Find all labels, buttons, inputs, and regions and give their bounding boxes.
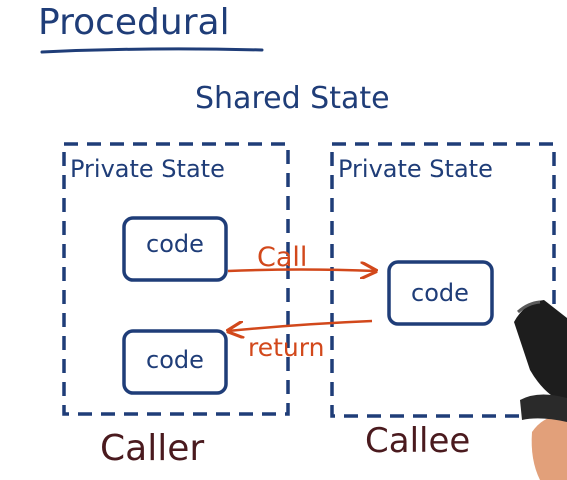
call-arrow	[227, 270, 376, 272]
caller-code-bottom-label: code	[146, 346, 204, 374]
caller-code-top-label: code	[146, 230, 204, 258]
caller-code-box-top	[122, 216, 228, 282]
caller-private-state-label: Private State	[70, 155, 225, 183]
callee-private-state-box	[330, 142, 556, 418]
caller-private-state-box	[62, 142, 290, 416]
callee-code-box	[387, 260, 494, 326]
caller-code-box-bottom	[122, 329, 228, 395]
callee-name: Callee	[365, 421, 470, 461]
diagram-title: Procedural	[38, 2, 230, 43]
title-underline	[40, 47, 264, 54]
callee-private-state-label: Private State	[338, 155, 493, 183]
caller-name: Caller	[100, 428, 204, 469]
call-label: Call	[257, 242, 307, 273]
return-arrow	[228, 319, 373, 331]
callee-code-label: code	[411, 279, 469, 307]
return-label: return	[248, 333, 324, 362]
pen-icon	[514, 300, 567, 480]
shared-state-label: Shared State	[195, 81, 390, 116]
